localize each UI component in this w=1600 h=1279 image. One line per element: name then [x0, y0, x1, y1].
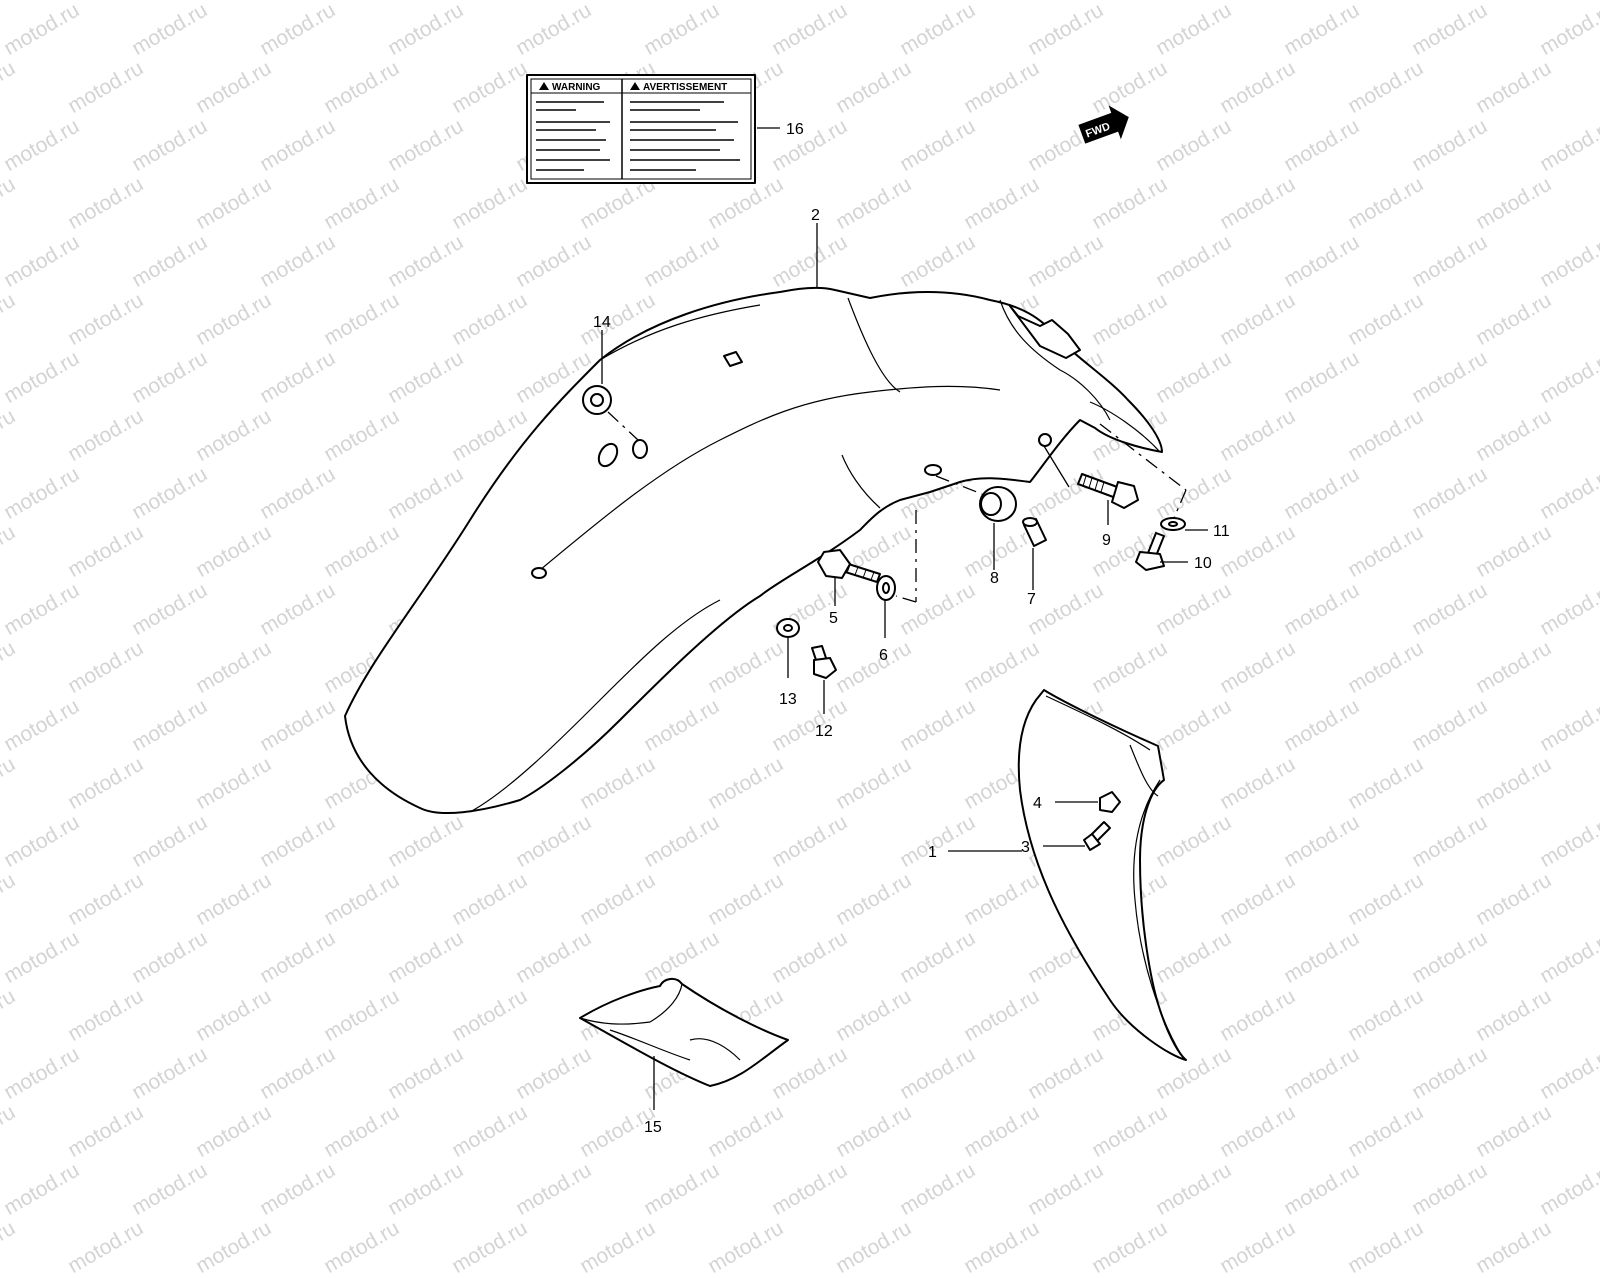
watermark-text: motod.ru: [1472, 1216, 1556, 1278]
watermark-text: motod.ru: [0, 1216, 20, 1278]
watermark-text: motod.ru: [64, 1216, 148, 1278]
nut-4-drawing: [1099, 791, 1121, 813]
tool-bag-drawing: [579, 978, 789, 1087]
watermark-text: motod.ru: [1216, 1216, 1300, 1278]
bolt-12-drawing: [811, 645, 837, 679]
bolt-9-drawing: [1077, 473, 1139, 509]
watermark-text: motod.ru: [192, 1216, 276, 1278]
callout-15: 15: [644, 1119, 662, 1136]
cushion-drawing: [979, 486, 1017, 522]
callout-1: 1: [928, 844, 937, 861]
warning-label-sticker: WARNING AVERTISSEMENT: [526, 74, 756, 184]
spacer-drawing: [1022, 517, 1047, 547]
callout-2: 2: [811, 207, 820, 224]
warning-triangle-icon: [539, 82, 549, 90]
callout-6: 6: [879, 647, 888, 664]
callout-9: 9: [1102, 532, 1111, 549]
washer-13-drawing: [776, 618, 800, 638]
parts-diagram: WARNING AVERTISSEMENT FWD: [344, 74, 1230, 1136]
callout-4: 4: [1033, 795, 1042, 812]
callout-3: 3: [1021, 839, 1030, 856]
watermark-text: motod.ru: [576, 1216, 660, 1278]
rear-fender-drawing: [344, 286, 1163, 815]
watermark-text: motod.ru: [704, 1216, 788, 1278]
washer-6-drawing: [876, 575, 896, 601]
forward-arrow-icon: FWD: [1078, 105, 1129, 144]
callout-11: 11: [1213, 523, 1230, 540]
callout-12: 12: [815, 723, 833, 740]
callout-8: 8: [990, 570, 999, 587]
watermark-text: motod.ru: [1088, 1216, 1172, 1278]
watermark-text: motod.ru: [1344, 1216, 1428, 1278]
watermark-text: motod.ru: [832, 1216, 916, 1278]
screw-3-drawing: [1083, 821, 1111, 851]
inner-fender-panel-drawing: [1017, 689, 1187, 1061]
bolt-5-drawing: [817, 549, 881, 583]
watermark-text: motod.ru: [448, 1216, 532, 1278]
bolt-10-drawing: [1135, 532, 1165, 571]
avertissement-heading: AVERTISSEMENT: [643, 82, 727, 93]
leader-lines: [601, 127, 1208, 1110]
washer-11-drawing: [1160, 517, 1186, 531]
callout-labels: 16 2 14 11 9 10 8 7 5 6 13 12 4 3 1 15: [593, 121, 1230, 1136]
grommet-drawing: [582, 385, 612, 415]
watermark-text: motod.ru: [320, 1216, 404, 1278]
callout-16: 16: [786, 121, 804, 138]
callout-13: 13: [779, 691, 797, 708]
callout-14: 14: [593, 314, 611, 331]
callout-10: 10: [1194, 555, 1212, 572]
callout-5: 5: [829, 610, 838, 627]
warning-heading: WARNING: [552, 82, 601, 93]
watermark-text: motod.ru: [960, 1216, 1044, 1278]
callout-7: 7: [1027, 591, 1036, 608]
warning-triangle-icon: [630, 82, 640, 90]
